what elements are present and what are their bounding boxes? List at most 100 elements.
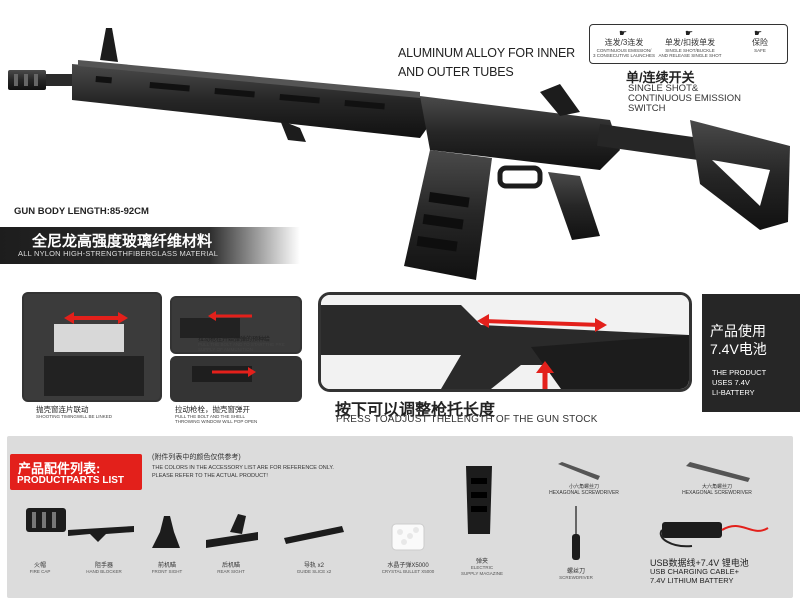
switch-en-line: CONTINUOUS EMISSION <box>628 93 741 104</box>
usb-caption-en: USB CHARGING CABLE+ 7.4V LITHIUM BATTERY <box>650 567 739 585</box>
safe-icon: ☛ <box>754 28 763 38</box>
battery-en-line: USES 7.4V <box>712 378 750 387</box>
shell-caption-zh: 拉动枪栓，抛壳窗弹开 <box>175 405 250 414</box>
receiver <box>420 84 620 189</box>
pistol-grip <box>548 172 600 240</box>
caption-zh: 导轨 x2 <box>303 563 324 569</box>
magazine-icon <box>466 466 492 534</box>
gun-length-label: GUN BODY LENGTH:85-92CM <box>14 206 149 217</box>
aluminum-line-2: AND OUTER TUBES <box>398 65 514 79</box>
mode-en: SINGLE SHOT/BUCKLE <box>665 48 715 53</box>
crystal-bullet-caption: 水晶子弹X5000 CRYSTAL BULLET X5000 <box>370 560 446 575</box>
large-hex-wrench-icon <box>686 462 750 482</box>
wrench-zh: 小六角螺丝刀 <box>568 484 599 490</box>
accessories-note-zh: (附件列表中的颜色仅供参考) <box>152 454 241 461</box>
accessories-title-zh: 产品配件列表: <box>18 461 101 476</box>
caption-en: FIRE CAP <box>29 569 51 574</box>
mode-zh: 保险 <box>752 38 768 47</box>
caption-zh: 水晶子弹X5000 <box>387 563 429 569</box>
caption-zh: 后机瞄 <box>221 563 240 569</box>
screwdriver-icon <box>572 506 580 560</box>
switch-en-line: SWITCH <box>628 103 666 114</box>
crystal-bullet-icon <box>391 523 425 551</box>
handguard <box>72 60 430 138</box>
battery-zh-line: 产品使用 <box>710 323 766 339</box>
ejection-caption-zh: 抛壳窗连片联动 <box>36 405 89 414</box>
accessories-title-badge <box>10 454 142 490</box>
bolt-caption-zh: 拉动枪栓开始弹弹的预种给 <box>198 337 271 343</box>
ejection-detail-photo <box>22 292 162 402</box>
front-sight-caption: 前机瞄 FRONT SIGHT <box>140 560 194 575</box>
aluminum-line-1: ALUMINUM ALLOY FOR INNER <box>398 46 575 60</box>
wrench-zh: 大六角螺丝刀 <box>701 484 732 490</box>
aluminum-tube-label: ALUMINUM ALLOY FOR INNER AND OUTER TUBES <box>398 44 575 82</box>
note-en-line: PLEASE REFER TO THE ACTUAL PRODUCT! <box>152 473 268 479</box>
hand-stop <box>280 120 306 142</box>
continuous-icon: ☛ <box>619 28 628 38</box>
battery-en-line: THE PRODUCT <box>712 368 767 377</box>
hand-blocker-caption: 阻手器 HAND BLOCKER <box>74 560 134 575</box>
front-sight <box>100 28 118 62</box>
switch-title-zh: 单/连续开关 <box>626 70 695 85</box>
stock-caption-zh: 按下可以调整枪托长度 <box>335 402 496 419</box>
mode-en: 3 CONSECUTIVE LAUNCHES <box>592 53 655 58</box>
battery-title-zh: 产品使用 7.4V电池 <box>710 322 767 358</box>
stock <box>596 120 790 230</box>
battery-zh-line: 7.4V电池 <box>710 341 767 357</box>
rear-sight-caption: 后机瞄 REAR SIGHT <box>204 560 258 575</box>
hand-blocker-icon <box>68 526 134 542</box>
large-wrench-caption: 大六角螺丝刀 HEXAGONAL SCREWDRIVER <box>672 484 762 496</box>
shell-caption-en: PULL THE BOLT AND THE SHELL <box>175 414 246 419</box>
nylon-title-zh: 全尼龙高强度玻璃纤维材料 <box>32 233 213 250</box>
switch-title-en: SINGLE SHOT& CONTINUOUS EMISSION SWITCH <box>628 84 741 114</box>
ejection-caption-en: SHOOTING TIMINGWILL BE LINKED <box>36 414 113 419</box>
mode-single: ☛ 单发/扣拨单发 SINGLE SHOT/BUCKLE AND RELEASE… <box>658 28 722 58</box>
caption-en: ELECTRIC <box>470 565 494 570</box>
ejection-port-image <box>24 294 160 400</box>
muzzle-brake <box>8 70 74 90</box>
caption-zh: 弹夹 <box>475 559 488 565</box>
mode-en: AND RELEASE SINGLE SHOT <box>658 53 722 58</box>
accessories-note-en: THE COLORS IN THE ACCESSORY LIST ARE FOR… <box>152 464 334 480</box>
screwdriver-caption: 螺丝刀 SCREWDRIVER <box>550 566 602 581</box>
caption-en: CRYSTAL BULLET X5000 <box>381 569 435 574</box>
mode-en: CONTINUOUS EMISSION/ <box>596 48 652 53</box>
shell-window-image <box>172 358 300 400</box>
magazine <box>404 150 492 280</box>
bolt-pull-image <box>172 298 300 352</box>
caption-zh: 火帽 <box>33 563 46 569</box>
caption-en: HAND BLOCKER <box>86 569 122 574</box>
switch-en-line: SINGLE SHOT& <box>628 83 699 94</box>
magazine-caption: 弹夹 ELECTRIC SUPPLY MAGAZINE <box>452 556 512 577</box>
note-en-line: THE COLORS IN THE ACCESSORY LIST ARE FOR… <box>152 465 334 471</box>
bolt-pull-photo <box>170 296 302 354</box>
bolt-caption-en: PULL THE BOLT AND TO STARTTHE PRE <box>198 342 285 347</box>
mode-zh: 连发/3连发 <box>604 38 644 47</box>
caption-zh: 阻手器 <box>94 563 113 569</box>
small-wrench-caption: 小六角螺丝刀 HEXAGONAL SCREWDRIVER <box>544 484 624 496</box>
caption-en: GUIDE SLICE x2 <box>296 569 332 574</box>
bolt-caption-en: SUPPLY OF AMMUNITION <box>198 347 253 352</box>
guide-slice-icon <box>284 526 344 544</box>
stock-adjust-photo <box>318 292 692 392</box>
caption-en: SCREWDRIVER <box>559 575 593 580</box>
stock-adjust-image <box>321 295 689 389</box>
caption-en: SUPPLY MAGAZINE <box>460 571 504 576</box>
wrench-en: HEXAGONAL SCREWDRIVER <box>682 490 752 496</box>
battery-title-en: THE PRODUCT USES 7.4V LI-BATTERY <box>712 368 766 398</box>
battery-en-line: LI-BATTERY <box>712 388 755 397</box>
nylon-title-en: ALL NYLON HIGH-STRENGTHFIBERGLASS MATERI… <box>18 249 219 258</box>
caption-zh: 前机瞄 <box>157 563 176 569</box>
mode-en: SAFE <box>754 48 766 53</box>
battery-panel <box>702 294 800 412</box>
caption-zh: 螺丝刀 <box>566 569 585 575</box>
mode-zh: 单发/扣拨单发 <box>664 38 716 47</box>
fire-cap-icon <box>26 508 66 532</box>
guide-slice-caption: 导轨 x2 GUIDE SLICE x2 <box>284 560 344 575</box>
shell-window-photo <box>170 356 302 402</box>
shell-caption-en: THROWING WINDOW WILL POP OPEN <box>175 419 258 424</box>
fire-cap-caption: 火帽 FIRE CAP <box>20 560 60 575</box>
rear-sight-icon <box>206 514 258 548</box>
front-sight-icon <box>152 516 180 548</box>
single-shot-icon: ☛ <box>685 28 694 38</box>
